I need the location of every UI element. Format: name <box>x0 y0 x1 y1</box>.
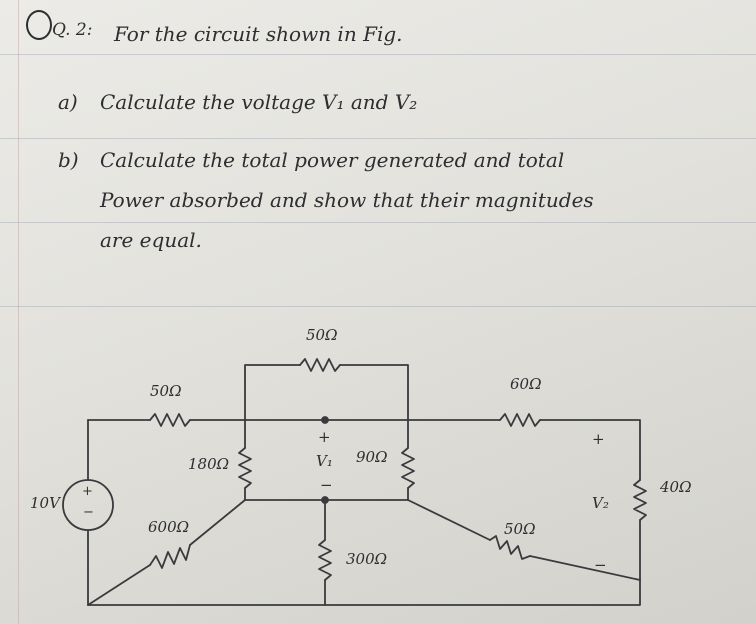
v1-plus-sign: + <box>318 428 331 446</box>
ruled-line <box>0 138 756 139</box>
wire-600-b <box>189 499 246 546</box>
wire-600-a <box>87 564 151 606</box>
source-minus-sign: − <box>83 505 94 520</box>
ruled-line <box>0 306 756 307</box>
v1-label: V₁ <box>316 452 333 470</box>
resistor-50-diag-zigzag <box>489 535 531 560</box>
voltage-source-symbol <box>62 479 114 531</box>
ruled-line <box>0 222 756 223</box>
resistor-600-label: 600Ω <box>148 518 190 536</box>
v1-minus-sign: − <box>320 476 333 494</box>
source-voltage-label: 10V <box>30 494 60 512</box>
resistor-90-label: 90Ω <box>356 448 388 466</box>
v1-terminal-top <box>321 416 329 424</box>
part-b-text-line1: Calculate the total power generated and … <box>100 148 565 172</box>
part-b-label: b) <box>58 148 79 172</box>
resistor-50-top-middle-label: 50Ω <box>306 326 338 344</box>
wire-top-right-end <box>539 419 641 481</box>
margin-line <box>18 0 19 624</box>
resistor-50-top-middle-zigzag <box>299 358 341 372</box>
wire-top-box-right <box>339 364 409 421</box>
source-plus-sign: + <box>82 484 93 499</box>
resistor-50-top-left-zigzag <box>149 413 191 427</box>
question-circle-mark <box>26 10 52 40</box>
wire-50-diag-b <box>529 555 641 581</box>
wire-bottom <box>87 579 641 606</box>
resistor-60-zigzag <box>499 413 541 427</box>
wire-50-diag-a <box>407 499 491 541</box>
part-b-text-line2: Power absorbed and show that their magni… <box>100 188 594 212</box>
resistor-50-diag-label: 50Ω <box>504 520 536 538</box>
resistor-40-label: 40Ω <box>660 478 692 496</box>
question-number: Q. 2: <box>52 20 93 40</box>
part-a-text: Calculate the voltage V₁ and V₂ <box>100 90 418 114</box>
part-a-label: a) <box>58 90 78 114</box>
question-intro: For the circuit shown in Fig. <box>114 22 403 46</box>
resistor-180-label: 180Ω <box>188 455 230 473</box>
v2-label: V₂ <box>592 494 609 512</box>
wire-top-box <box>244 364 301 421</box>
resistor-600-zigzag <box>149 544 191 569</box>
v2-minus-sign: − <box>594 556 607 574</box>
resistor-40-zigzag <box>633 479 647 521</box>
resistor-300-zigzag <box>318 539 332 581</box>
part-b-text-line3: are equal. <box>100 228 202 252</box>
resistor-300-label: 300Ω <box>346 550 388 568</box>
resistor-180-zigzag <box>238 447 252 489</box>
v2-plus-sign: + <box>592 430 605 448</box>
resistor-60-label: 60Ω <box>510 375 542 393</box>
resistor-90-zigzag <box>401 447 415 489</box>
resistor-50-top-left-label: 50Ω <box>150 382 182 400</box>
ruled-line <box>0 54 756 55</box>
